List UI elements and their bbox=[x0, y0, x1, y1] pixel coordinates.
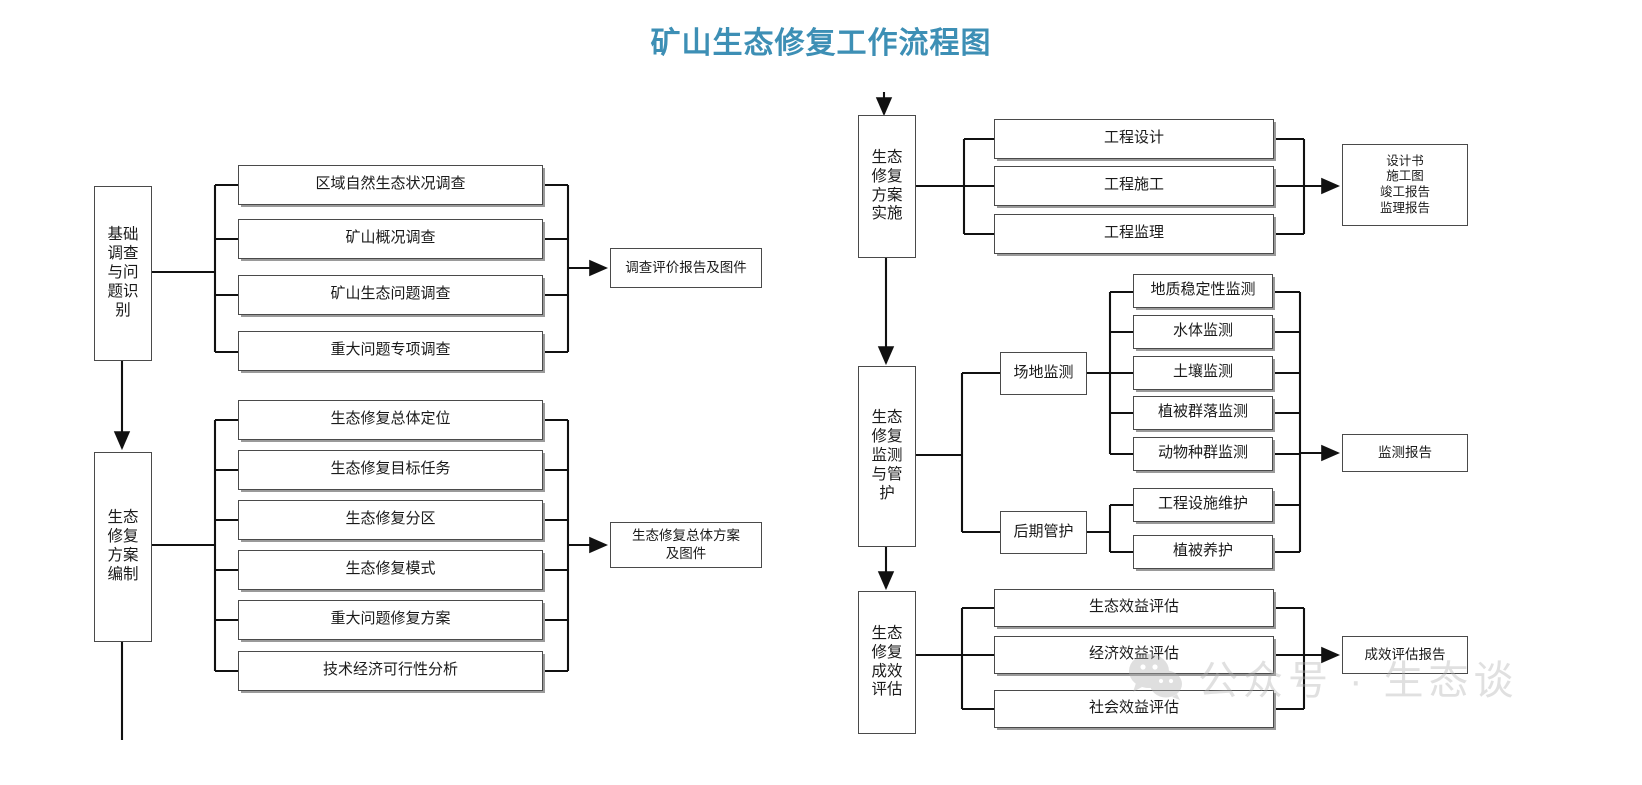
leaf-label: 社会效益评估 bbox=[1088, 700, 1179, 717]
leaf-label: 土壤监测 bbox=[1172, 364, 1233, 381]
leaf-label: 生态修复目标任务 bbox=[330, 461, 451, 478]
leaf-label: 生态修复总体定位 bbox=[330, 411, 451, 428]
leaf-label: 工程施工 bbox=[1103, 177, 1164, 194]
leaf-site-4[interactable]: 动物种群监测 bbox=[1133, 437, 1273, 471]
leaf-survey-2[interactable]: 矿山生态问题调查 bbox=[238, 275, 543, 315]
leaf-label: 水体监测 bbox=[1172, 323, 1233, 340]
leaf-survey-0[interactable]: 区域自然生态状况调查 bbox=[238, 165, 543, 205]
leaf-plan-5[interactable]: 技术经济可行性分析 bbox=[238, 651, 543, 691]
leaf-assess-0[interactable]: 生态效益评估 bbox=[994, 589, 1274, 627]
output-implementation-docs[interactable]: 设计书 施工图 竣工报告 监理报告 bbox=[1342, 144, 1468, 226]
output-line-0: 设计书 bbox=[1386, 153, 1424, 168]
output-label: 调查评价报告及图件 bbox=[625, 260, 747, 276]
output-plan-report[interactable]: 生态修复总体方案 及图件 bbox=[610, 522, 762, 568]
page-title: 矿山生态修复工作流程图 bbox=[650, 27, 992, 60]
leaf-label: 植被养护 bbox=[1172, 543, 1233, 560]
leaf-label: 区域自然生态状况调查 bbox=[315, 176, 466, 193]
leaf-label: 重大问题专项调查 bbox=[330, 342, 451, 359]
output-survey-report[interactable]: 调查评价报告及图件 bbox=[610, 248, 762, 288]
leaf-label: 工程设施维护 bbox=[1157, 496, 1248, 513]
leaf-label: 工程监理 bbox=[1103, 225, 1164, 242]
leaf-site-2[interactable]: 土壤监测 bbox=[1133, 356, 1273, 390]
mid-label: 场地监测 bbox=[1013, 364, 1074, 381]
output-line-2: 竣工报告 bbox=[1379, 185, 1430, 199]
stage-monitoring[interactable]: 生态修复监测与管护 bbox=[858, 366, 916, 547]
stage-label: 生态修复成效评估 bbox=[871, 624, 903, 699]
leaf-label: 重大问题修复方案 bbox=[330, 611, 451, 628]
leaf-label: 地质稳定性监测 bbox=[1150, 282, 1256, 299]
stage-basic-survey[interactable]: 基础调查与问题识别 bbox=[94, 186, 152, 361]
leaf-site-3[interactable]: 植被群落监测 bbox=[1133, 396, 1273, 430]
stage-label: 生态修复监测与管护 bbox=[871, 409, 903, 502]
stage-effect-assessment[interactable]: 生态修复成效评估 bbox=[858, 591, 916, 734]
leaf-plan-4[interactable]: 重大问题修复方案 bbox=[238, 600, 543, 640]
leaf-label: 生态修复模式 bbox=[345, 561, 436, 578]
output-label: 成效评估报告 bbox=[1364, 647, 1446, 663]
leaf-label: 技术经济可行性分析 bbox=[322, 662, 458, 679]
mid-late-maintenance[interactable]: 后期管护 bbox=[1000, 511, 1087, 554]
leaf-maintenance-0[interactable]: 工程设施维护 bbox=[1133, 488, 1273, 522]
leaf-label: 经济效益评估 bbox=[1088, 646, 1179, 663]
output-line-3: 监理报告 bbox=[1379, 200, 1430, 215]
leaf-implement-1[interactable]: 工程施工 bbox=[994, 166, 1274, 206]
leaf-survey-1[interactable]: 矿山概况调查 bbox=[238, 219, 543, 259]
output-label-line1: 生态修复总体方案 bbox=[632, 528, 740, 544]
output-assessment-report[interactable]: 成效评估报告 bbox=[1342, 636, 1468, 674]
output-label: 监测报告 bbox=[1378, 445, 1432, 461]
leaf-label: 矿山概况调查 bbox=[345, 230, 436, 247]
leaf-assess-2[interactable]: 社会效益评估 bbox=[994, 690, 1274, 728]
leaf-site-1[interactable]: 水体监测 bbox=[1133, 315, 1273, 349]
leaf-label: 植被群落监测 bbox=[1157, 404, 1248, 421]
output-label-line2: 及图件 bbox=[665, 546, 707, 561]
leaf-plan-2[interactable]: 生态修复分区 bbox=[238, 500, 543, 540]
leaf-implement-2[interactable]: 工程监理 bbox=[994, 214, 1274, 254]
leaf-label: 生态修复分区 bbox=[345, 511, 436, 528]
leaf-site-0[interactable]: 地质稳定性监测 bbox=[1133, 274, 1273, 308]
leaf-label: 生态效益评估 bbox=[1088, 599, 1179, 616]
leaf-label: 工程设计 bbox=[1103, 130, 1164, 147]
stage-implementation[interactable]: 生态修复方案实施 bbox=[858, 115, 916, 258]
stage-label: 生态修复方案编制 bbox=[107, 509, 139, 583]
leaf-label: 动物种群监测 bbox=[1157, 445, 1248, 462]
mid-site-monitoring[interactable]: 场地监测 bbox=[1000, 352, 1087, 395]
stage-label: 基础调查与问题识别 bbox=[107, 226, 139, 319]
stage-label: 生态修复方案实施 bbox=[871, 148, 903, 223]
leaf-plan-3[interactable]: 生态修复模式 bbox=[238, 550, 543, 590]
output-monitoring-report[interactable]: 监测报告 bbox=[1342, 434, 1468, 472]
leaf-plan-1[interactable]: 生态修复目标任务 bbox=[238, 450, 543, 490]
leaf-assess-1[interactable]: 经济效益评估 bbox=[994, 636, 1274, 674]
leaf-maintenance-1[interactable]: 植被养护 bbox=[1133, 535, 1273, 569]
stage-plan-preparation[interactable]: 生态修复方案编制 bbox=[94, 452, 152, 642]
leaf-plan-0[interactable]: 生态修复总体定位 bbox=[238, 400, 543, 440]
mid-label: 后期管护 bbox=[1013, 523, 1074, 540]
leaf-survey-3[interactable]: 重大问题专项调查 bbox=[238, 331, 543, 371]
leaf-implement-0[interactable]: 工程设计 bbox=[994, 119, 1274, 159]
output-line-1: 施工图 bbox=[1386, 169, 1424, 184]
leaf-label: 矿山生态问题调查 bbox=[330, 286, 451, 303]
